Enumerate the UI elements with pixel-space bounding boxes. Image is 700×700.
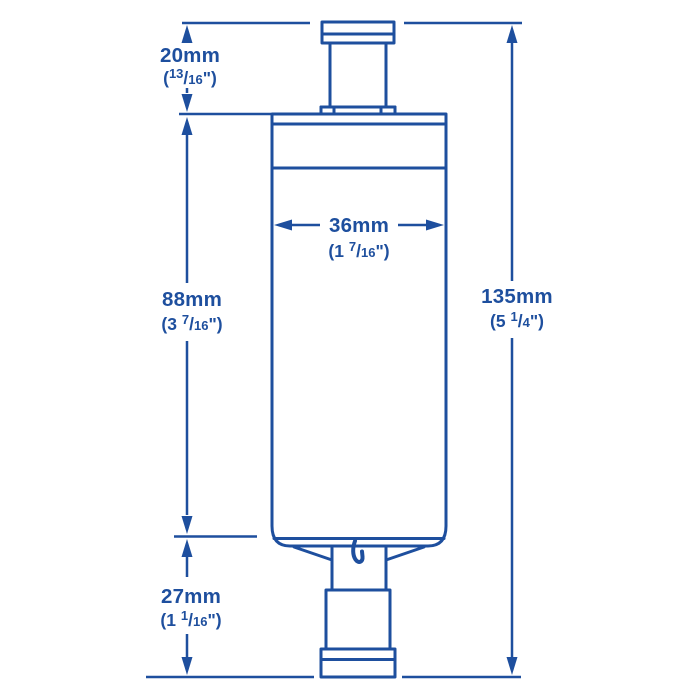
- label-body-width-inch: (1 7/16"): [328, 239, 389, 261]
- bottom-port-body: [324, 588, 392, 651]
- arrow-up-27-top: [181, 539, 193, 557]
- label-top-port-height-inch: (13/16"): [163, 66, 217, 88]
- top-port-feet: [319, 105, 397, 116]
- arrow-up-20-top: [181, 25, 193, 43]
- label-top-port-height-mm: 20mm: [160, 44, 220, 67]
- bottom-tube: [330, 546, 388, 592]
- arrow-right-36: [426, 219, 444, 231]
- pump-device: [270, 20, 448, 679]
- arrow-down-135-bottom: [506, 657, 518, 675]
- dimension-lines: [146, 21, 522, 679]
- arrow-left-36: [274, 219, 292, 231]
- arrow-down-88-bottom: [181, 516, 193, 534]
- arrow-up-88-top: [181, 117, 193, 135]
- bottom-port-cap: [319, 647, 397, 679]
- label-bottom-port-height-mm: 27mm: [161, 585, 221, 608]
- body-shell: [270, 122, 448, 548]
- label-body-height-inch: (3 7/16"): [161, 312, 222, 334]
- arrow-down-20-bottom: [181, 94, 193, 112]
- label-overall-height-inch: (5 1/4"): [490, 309, 544, 331]
- bottom-funnel: [292, 545, 426, 562]
- arrow-up-135-top: [506, 25, 518, 43]
- label-body-height-mm: 88mm: [162, 288, 222, 311]
- top-port-neck: [328, 41, 388, 109]
- dimension-labels: 20mm (13/16") 88mm (3 7/16") 36mm (1 7/1…: [160, 44, 553, 630]
- arrow-down-27-bottom: [181, 657, 193, 675]
- body-top-plate: [270, 112, 448, 126]
- label-bottom-port-height-inch: (1 1/16"): [160, 608, 221, 630]
- label-overall-height-mm: 135mm: [481, 285, 553, 308]
- label-body-width-mm: 36mm: [329, 214, 389, 237]
- strainer-hook: [351, 539, 365, 564]
- dimension-arrows: [181, 25, 518, 675]
